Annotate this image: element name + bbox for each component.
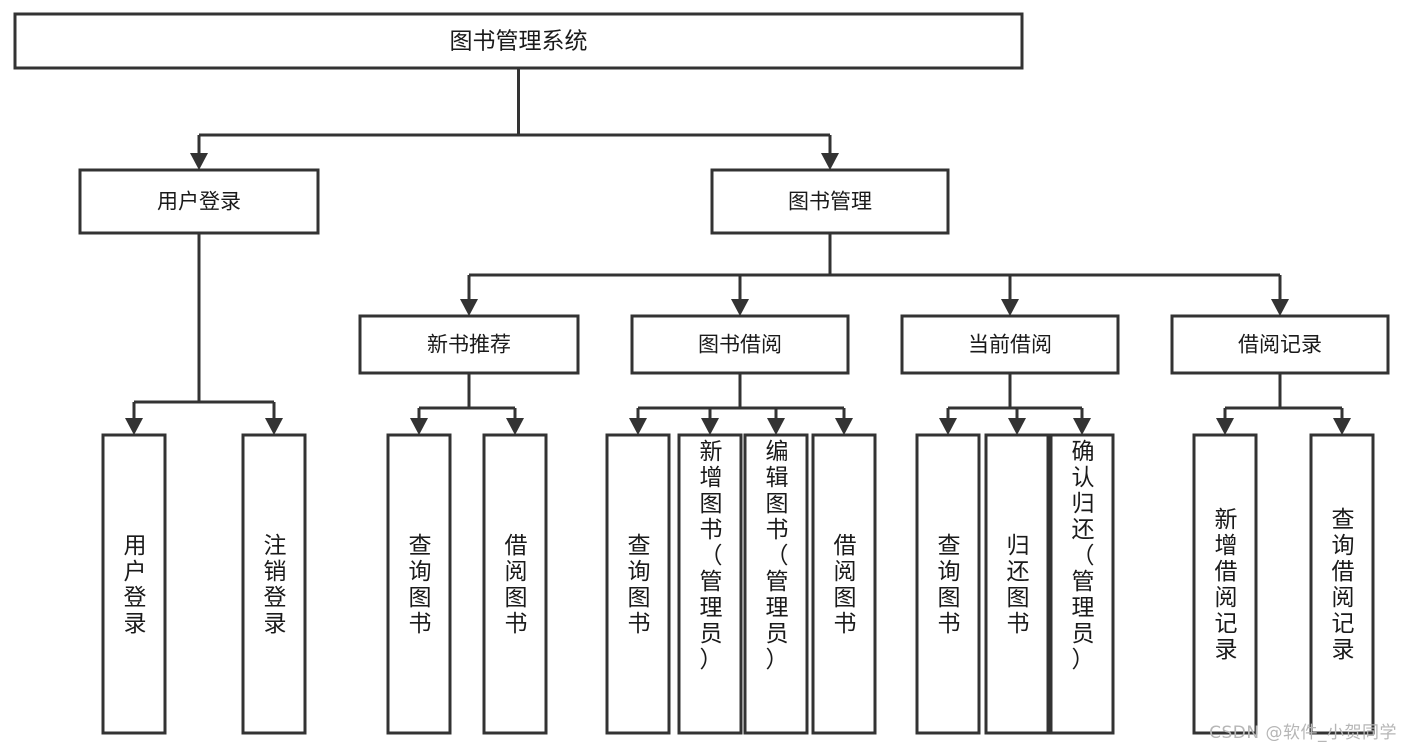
- node-leaf-add-record-rect: [1192, 433, 1258, 735]
- node-leaf-borrow-book-2[interactable]: 借阅图书: [811, 433, 877, 735]
- node-leaf-edit-book-rect: [743, 433, 809, 735]
- node-leaf-confirm-return-label: 确认归还（管理员）: [1072, 439, 1095, 673]
- node-book-manage[interactable]: 图书管理: [710, 168, 950, 235]
- arrow-head-icon: [731, 299, 749, 316]
- node-book-borrow-rect: [630, 314, 850, 375]
- node-leaf-borrow-book-1-rect: [482, 433, 548, 735]
- node-leaf-query-record[interactable]: 查询借阅记录: [1309, 433, 1375, 735]
- node-leaf-borrow-book-2-rect: [811, 433, 877, 735]
- arrow-head-icon: [835, 418, 853, 435]
- node-user-login[interactable]: 用户登录: [78, 168, 320, 235]
- node-leaf-add-book[interactable]: 新增图书（管理员）: [677, 433, 743, 735]
- node-new-book-rec-label: 新书推荐: [427, 333, 511, 357]
- node-leaf-borrow-book-1[interactable]: 借阅图书: [482, 433, 548, 735]
- node-book-manage-label: 图书管理: [788, 190, 872, 214]
- node-new-book-rec-rect: [358, 314, 580, 375]
- node-leaf-query-record-label: 查询借阅记录: [1332, 507, 1355, 663]
- node-boxes: 图书管理系统用户登录图书管理新书推荐图书借阅当前借阅借阅记录用户登录注销登录查询…: [13, 12, 1390, 735]
- node-leaf-query-book-2-label: 查询图书: [628, 533, 651, 637]
- node-leaf-logout-rect: [241, 433, 307, 735]
- node-leaf-add-book-label: 新增图书（管理员）: [700, 439, 723, 673]
- node-current-borrow-label: 当前借阅: [968, 333, 1052, 357]
- node-leaf-query-book-1-label: 查询图书: [409, 533, 432, 637]
- node-leaf-query-book-3-label: 查询图书: [938, 533, 961, 637]
- node-leaf-user-login-label: 用户登录: [124, 533, 147, 637]
- node-book-borrow[interactable]: 图书借阅: [630, 314, 850, 375]
- arrow-head-icon: [1271, 299, 1289, 316]
- arrow-head-icon: [939, 418, 957, 435]
- node-leaf-query-record-rect: [1309, 433, 1375, 735]
- node-borrow-record[interactable]: 借阅记录: [1170, 314, 1390, 375]
- node-borrow-record-rect: [1170, 314, 1390, 375]
- arrow-head-icon: [821, 153, 839, 170]
- arrow-head-icon: [701, 418, 719, 435]
- arrow-head-icon: [460, 299, 478, 316]
- node-book-borrow-label: 图书借阅: [698, 333, 782, 357]
- node-leaf-logout-label: 注销登录: [264, 533, 287, 637]
- node-current-borrow[interactable]: 当前借阅: [900, 314, 1120, 375]
- node-leaf-borrow-book-2-label: 借阅图书: [834, 533, 857, 637]
- node-leaf-confirm-return[interactable]: 确认归还（管理员）: [1049, 433, 1115, 735]
- node-leaf-return-book-rect: [984, 433, 1050, 735]
- csdn-watermark: CSDN @软件_小贺同学: [1209, 723, 1397, 743]
- node-leaf-query-book-2-rect: [605, 433, 671, 735]
- node-leaf-user-login-rect: [101, 433, 167, 735]
- node-leaf-query-book-1[interactable]: 查询图书: [386, 433, 452, 735]
- arrow-head-icon: [190, 153, 208, 170]
- arrow-head-icon: [125, 418, 143, 435]
- node-leaf-user-login[interactable]: 用户登录: [101, 433, 167, 735]
- node-leaf-add-record-label: 新增借阅记录: [1215, 507, 1238, 663]
- arrow-head-icon: [265, 418, 283, 435]
- arrow-head-icon: [1008, 418, 1026, 435]
- connector-lines: [125, 68, 1351, 435]
- node-user-login-rect: [78, 168, 320, 235]
- arrow-head-icon: [1001, 299, 1019, 316]
- node-book-manage-rect: [710, 168, 950, 235]
- arrow-head-icon: [506, 418, 524, 435]
- arrow-head-icon: [1333, 418, 1351, 435]
- node-user-login-label: 用户登录: [157, 190, 241, 214]
- node-borrow-record-label: 借阅记录: [1238, 333, 1322, 357]
- arrow-head-icon: [410, 418, 428, 435]
- node-current-borrow-rect: [900, 314, 1120, 375]
- node-root-rect: [13, 12, 1024, 70]
- node-root[interactable]: 图书管理系统: [13, 12, 1024, 70]
- node-leaf-add-book-rect: [677, 433, 743, 735]
- node-leaf-query-book-3[interactable]: 查询图书: [915, 433, 981, 735]
- node-leaf-edit-book-label: 编辑图书（管理员）: [766, 439, 789, 673]
- arrow-head-icon: [629, 418, 647, 435]
- node-leaf-add-record[interactable]: 新增借阅记录: [1192, 433, 1258, 735]
- arrow-head-icon: [1073, 418, 1091, 435]
- node-leaf-return-book-label: 归还图书: [1007, 533, 1030, 637]
- arrow-head-icon: [767, 418, 785, 435]
- node-new-book-rec[interactable]: 新书推荐: [358, 314, 580, 375]
- node-leaf-edit-book[interactable]: 编辑图书（管理员）: [743, 433, 809, 735]
- node-leaf-confirm-return-rect: [1049, 433, 1115, 735]
- node-leaf-query-book-1-rect: [386, 433, 452, 735]
- node-root-label: 图书管理系统: [450, 29, 588, 55]
- node-leaf-borrow-book-1-label: 借阅图书: [505, 533, 528, 637]
- node-leaf-query-book-2[interactable]: 查询图书: [605, 433, 671, 735]
- node-leaf-logout[interactable]: 注销登录: [241, 433, 307, 735]
- node-leaf-return-book[interactable]: 归还图书: [984, 433, 1050, 735]
- node-leaf-query-book-3-rect: [915, 433, 981, 735]
- arrow-head-icon: [1216, 418, 1234, 435]
